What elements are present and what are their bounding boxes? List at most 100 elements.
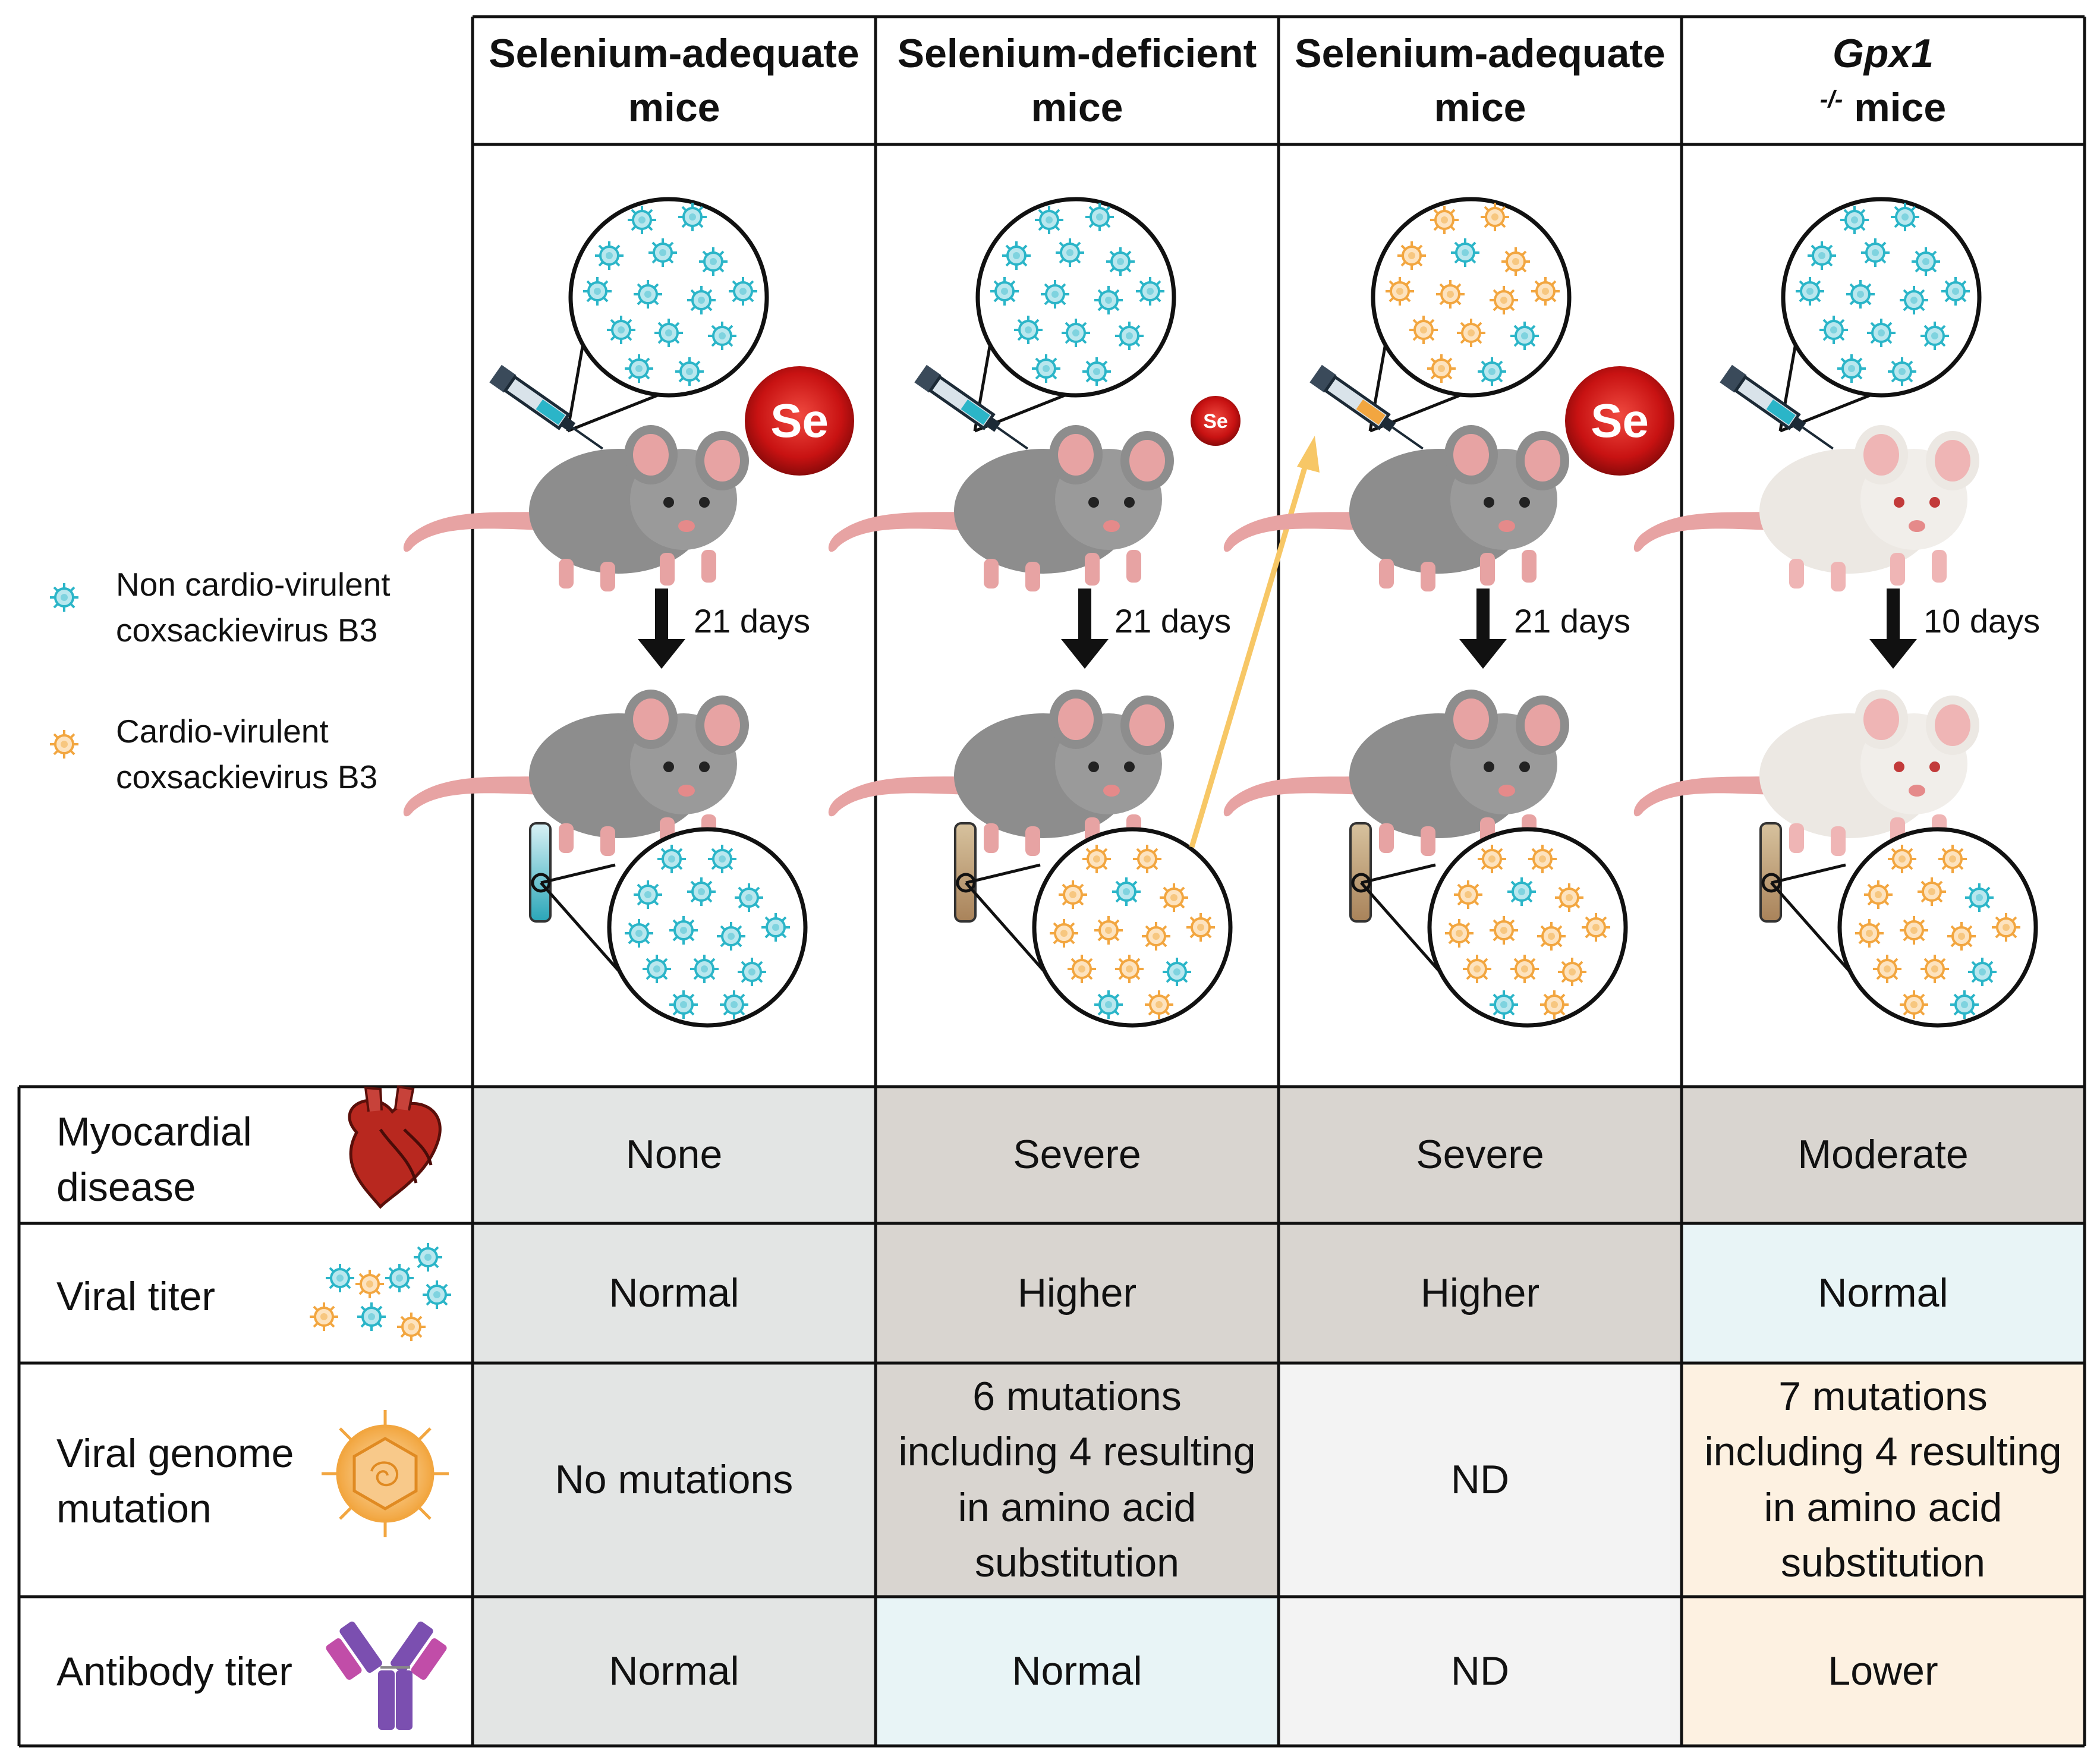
syringe-icon: [1309, 365, 1429, 458]
table-cell-text: ND: [1450, 1456, 1510, 1502]
row-label-viral-titer: Viral titer: [56, 1269, 215, 1324]
table-cell-text: No mutations: [555, 1456, 794, 1502]
panel-column-4: [1633, 197, 2038, 1028]
syringe-icon: [1720, 365, 1839, 458]
virus-genome-icon: [322, 1410, 449, 1537]
selenium-label-small: Se: [1203, 410, 1228, 433]
row-label-3-line2: mutation: [56, 1486, 212, 1532]
knockout-mouse-icon: [1633, 425, 1979, 591]
row-label-antibody-titer: Antibody titer: [56, 1644, 292, 1700]
row-label-4-line1: Antibody titer: [56, 1649, 292, 1694]
row-label-2-line1: Viral titer: [56, 1274, 216, 1319]
column-header-1-line2: mice: [628, 84, 720, 130]
table-cell: Normal: [473, 1223, 876, 1363]
column-header-2-line2: mice: [1031, 84, 1123, 130]
column-header-1-line1: Selenium-adequate: [489, 31, 859, 77]
panel-column-2: Se: [828, 197, 1241, 1028]
table-cell: ND: [1279, 1597, 1682, 1746]
column-header-3: Selenium-adequate mice: [1279, 17, 1682, 144]
table-cell: Moderate: [1682, 1087, 2085, 1223]
column-header-4: Gpx1 -/- mice: [1682, 17, 2085, 144]
row-label-1-line1: Myocardial: [56, 1109, 252, 1154]
test-tube-icon: [954, 822, 977, 923]
virus-cluster-icon: [308, 1242, 452, 1342]
legend-orange-virus-icon: [49, 729, 80, 760]
column-header-1: Selenium-adequate mice: [473, 17, 876, 144]
table-cell-text: Higher: [1420, 1270, 1540, 1316]
duration-label-4: 10 days: [1923, 602, 2041, 640]
down-arrow-icon: [1061, 589, 1109, 669]
table-cell: ND: [1279, 1363, 1682, 1597]
table-cell: Normal: [1682, 1223, 2085, 1363]
table-cell-text: ND: [1450, 1648, 1510, 1694]
mouse-icon: [403, 425, 749, 591]
knockout-superscript: -/-: [1819, 84, 1843, 112]
table-cell: Normal: [876, 1597, 1279, 1746]
column-header-3-line2: mice: [1434, 84, 1526, 130]
column-header-2-line1: Selenium-deficient: [897, 31, 1257, 77]
column-header-3-line1: Selenium-adequate: [1295, 31, 1665, 77]
syringe-icon: [489, 365, 609, 458]
row-label-viral-genome-mutation: Viral genome mutation: [56, 1426, 294, 1537]
table-cell: Severe: [876, 1087, 1279, 1223]
column-header-4-rest: mice: [1843, 84, 1947, 130]
panel-column-3: Se: [1223, 197, 1674, 1028]
table-cell: None: [473, 1087, 876, 1223]
table-cell-text: 6 mutations: [972, 1374, 1182, 1420]
legend-label-1-line2: coxsackievirus B3: [116, 612, 378, 649]
magnified-virus-circle: [1371, 197, 1572, 398]
table-grid: [17, 15, 2086, 1748]
selenium-label: Se: [1591, 394, 1649, 447]
test-tube-icon: [1759, 822, 1782, 923]
selenium-icon-small: Se: [1191, 396, 1241, 446]
table-cell-text: Normal: [1012, 1648, 1142, 1694]
table-cell-text: substitution: [1781, 1540, 1985, 1585]
legend-label-2-line2: coxsackievirus B3: [116, 759, 378, 795]
table-cell-text: Lower: [1828, 1648, 1938, 1694]
selenium-label: Se: [770, 394, 829, 447]
legend-label-2-line1: Cardio-virulent: [116, 713, 329, 750]
test-tube-icon: [1349, 822, 1372, 923]
down-arrow-icon: [638, 589, 685, 669]
legend-item-cardiovirulent: Cardio-virulent coxsackievirus B3: [116, 709, 377, 800]
syringe-icon: [914, 365, 1034, 458]
magnified-virus-circle: [1781, 197, 1982, 398]
test-tube-icon: [529, 822, 552, 923]
heart-icon: [348, 1085, 442, 1209]
down-arrow-icon: [1869, 589, 1917, 669]
down-arrow-icon: [1459, 589, 1507, 669]
mouse-icon: [828, 425, 1174, 591]
antibody-icon: [326, 1621, 447, 1730]
selenium-icon: Se: [1565, 366, 1674, 476]
row-label-myocardial-disease: Myocardial disease: [56, 1104, 252, 1215]
table-cell-text: Higher: [1017, 1270, 1137, 1316]
table-cell-text: Severe: [1416, 1132, 1544, 1178]
duration-label-2: 21 days: [1114, 602, 1232, 640]
table-cell: No mutations: [473, 1363, 876, 1597]
table-cell: Higher: [1279, 1223, 1682, 1363]
selenium-icon: Se: [745, 366, 854, 476]
legend-teal-virus-icon: [49, 582, 80, 613]
table-cell: Higher: [876, 1223, 1279, 1363]
table-cell-text: Normal: [609, 1648, 739, 1694]
panel-column-1: Se: [403, 197, 854, 1028]
table-cell: Severe: [1279, 1087, 1682, 1223]
table-cell: Normal: [473, 1597, 876, 1746]
table-cell-text: Normal: [1818, 1270, 1948, 1316]
table-cell-text: Moderate: [1797, 1132, 1969, 1178]
legend-item-non-cardiovirulent: Non cardio-virulent coxsackievirus B3: [116, 562, 391, 653]
row-label-3-line1: Viral genome: [56, 1431, 294, 1476]
gpx1-gene-label: Gpx1: [1832, 31, 1934, 77]
table-cell-text: in amino acid: [958, 1484, 1197, 1530]
column-header-2: Selenium-deficient mice: [876, 17, 1279, 144]
table-cell-text: None: [625, 1132, 723, 1178]
table-cell-text: substitution: [975, 1540, 1179, 1585]
table-cell-text: in amino acid: [1764, 1484, 2003, 1530]
table-cell: Lower: [1682, 1597, 2085, 1746]
table-cell-text: including 4 resulting: [1704, 1429, 2062, 1475]
legend-label-1-line1: Non cardio-virulent: [116, 566, 391, 603]
magnified-virus-circle: [975, 197, 1176, 398]
